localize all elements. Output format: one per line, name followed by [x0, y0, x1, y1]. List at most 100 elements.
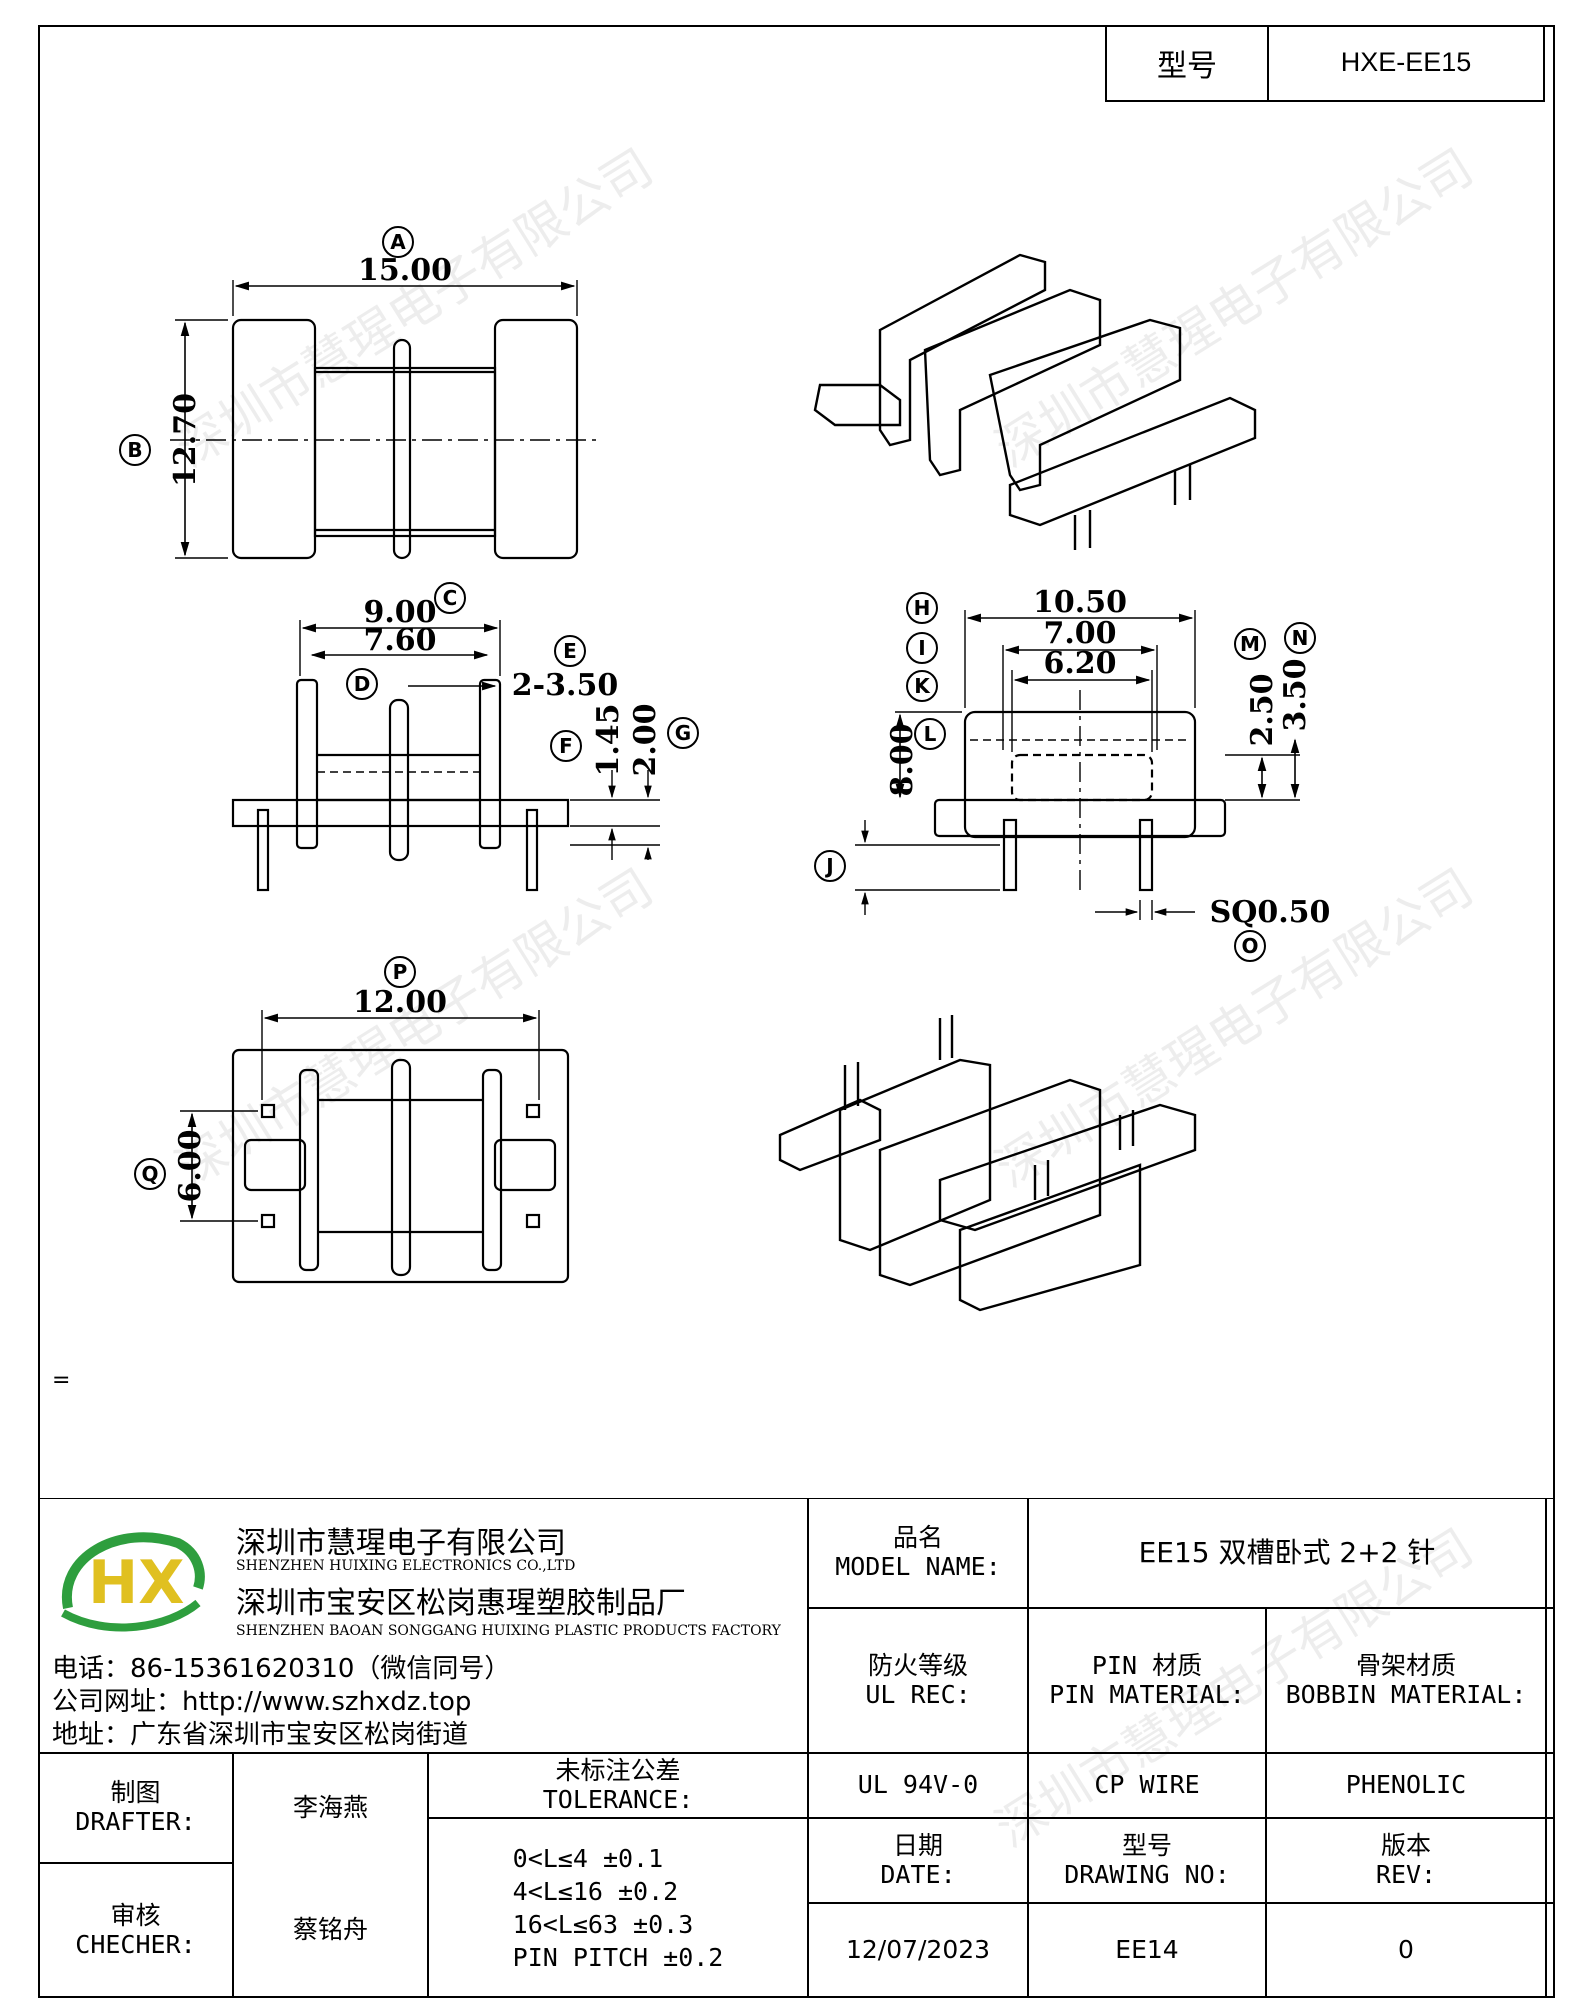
company-phone: 电话：86-15361620310（微信同号） [52, 1654, 511, 1684]
svg-text:P: P [393, 960, 408, 984]
top-view [170, 280, 600, 560]
company-address: 地址：广东省深圳市宝安区松岗街道 [52, 1720, 469, 1750]
callout-c: C [434, 582, 466, 614]
checker-value-cell: 蔡铭舟 [233, 1863, 428, 1998]
svg-text:K: K [914, 674, 931, 698]
drafter-en: DRAFTER: [75, 1807, 196, 1836]
model-name-value: EE15 双槽卧式 2+2 针 [1138, 1535, 1436, 1569]
date-label: 日期 DATE: [808, 1818, 1028, 1903]
checker-en: CHECHER: [75, 1929, 196, 1959]
drafter-value: 李海燕 [292, 1792, 368, 1822]
title-block-grid [38, 1498, 1555, 1998]
title-block: HX 深圳市慧瑆电子有限公司 SHENZHEN HUIXING ELECTRON… [38, 1498, 1555, 1998]
svg-text:H: H [914, 596, 931, 620]
drawing-no-cn: 型号 [1121, 1830, 1172, 1860]
dim-c: 9.00 [363, 595, 436, 630]
svg-text:E: E [563, 639, 577, 663]
callout-i: I [906, 632, 938, 664]
pin-value: CP WIRE [1094, 1770, 1200, 1800]
dim-i: 7.00 [1043, 616, 1116, 651]
rev-en: REV: [1375, 1859, 1437, 1889]
checker-value: 蔡铭舟 [292, 1915, 368, 1945]
checker-cn: 审核 [110, 1900, 161, 1930]
dim-d: 7.60 [363, 623, 436, 658]
dim-f: 1.45 [591, 703, 626, 776]
svg-text:L: L [924, 722, 937, 746]
callout-m: M [1234, 628, 1266, 660]
callout-n: N [1284, 622, 1316, 654]
dim-p: 12.00 [353, 985, 447, 1020]
ul-value: UL 94V-0 [857, 1770, 979, 1800]
dim-e: 2-3.50 [512, 668, 618, 703]
dim-a: 15.00 [358, 253, 452, 288]
svg-text:B: B [127, 438, 142, 462]
bottom-view [180, 1010, 570, 1284]
tolerance-line: 0<L≤4 ±0.1 [512, 1843, 664, 1873]
bobbin-value-cell: PHENOLIC [1266, 1753, 1546, 1818]
tolerance-line: PIN PITCH ±0.2 [512, 1943, 724, 1973]
svg-text:Q: Q [141, 1162, 158, 1186]
pin-cn: PIN 材质 [1091, 1650, 1203, 1680]
side-view [855, 610, 1300, 920]
factory-name-cn: 深圳市宝安区松岗惠瑆塑胶制品厂 [236, 1586, 686, 1621]
model-name-cn: 品名 [892, 1523, 943, 1553]
company-logo: HX [48, 1518, 208, 1638]
dim-n: 3.50 [1278, 658, 1313, 731]
svg-text:G: G [675, 721, 691, 745]
model-name-label: 品名 MODEL NAME: [808, 1498, 1028, 1608]
drawing-no-label: 型号 DRAWING NO: [1028, 1818, 1266, 1903]
dim-q: 6.00 [173, 1129, 208, 1202]
rev-value-cell: 0 [1266, 1903, 1546, 1998]
svg-text:N: N [1292, 626, 1309, 650]
svg-text:D: D [354, 672, 371, 696]
drafter-label: 制图 DRAFTER: [38, 1753, 233, 1863]
bobbin-en: BOBBIN MATERIAL: [1285, 1679, 1527, 1709]
bobbin-material-label: 骨架材质 BOBBIN MATERIAL: [1266, 1608, 1546, 1753]
callout-l: L [914, 718, 946, 750]
isometric-view-bottom [778, 1015, 1197, 1312]
callout-p: P [384, 956, 416, 988]
dim-o: SQ0.50 [1210, 895, 1331, 930]
tolerance-en: TOLERANCE: [542, 1784, 694, 1814]
date-en: DATE: [880, 1859, 956, 1889]
technical-drawing: 15.00 12.70 9.00 7.60 2-3.50 1.45 2.00 1… [119, 226, 1331, 1312]
ul-value-cell: UL 94V-0 [808, 1753, 1028, 1818]
callout-a: A [382, 226, 414, 258]
dim-b: 12.70 [168, 393, 203, 487]
pin-value-cell: CP WIRE [1028, 1753, 1266, 1818]
tolerance-table: 0<L≤4 ±0.1 4<L≤16 ±0.2 16<L≤63 ±0.3 PIN … [428, 1818, 808, 1998]
rev-label: 版本 REV: [1266, 1818, 1546, 1903]
callout-q: Q [134, 1158, 166, 1190]
model-label: 型号 [1107, 25, 1269, 100]
callout-o: O [1234, 930, 1266, 962]
drafter-cn: 制图 [110, 1778, 161, 1808]
logo-text: HX [88, 1548, 184, 1618]
svg-text:M: M [1240, 632, 1260, 656]
date-value-cell: 12/07/2023 [808, 1903, 1028, 1998]
callout-b: B [119, 434, 151, 466]
company-name-cn: 深圳市慧瑆电子有限公司 [236, 1526, 566, 1561]
svg-text:I: I [918, 636, 925, 660]
misc-mark: = [52, 1368, 71, 1393]
bobbin-value: PHENOLIC [1345, 1770, 1467, 1800]
rev-value: 0 [1398, 1935, 1414, 1965]
ul-en: UL REC: [865, 1679, 971, 1709]
date-cn: 日期 [892, 1830, 943, 1860]
isometric-view-top [813, 253, 1257, 550]
dim-g: 2.00 [628, 703, 663, 776]
svg-text:A: A [390, 230, 406, 254]
bobbin-cn: 骨架材质 [1355, 1650, 1456, 1680]
model-value: HXE-EE15 [1340, 47, 1472, 77]
pin-en: PIN MATERIAL: [1049, 1679, 1245, 1709]
drafter-value-cell: 李海燕 [233, 1753, 428, 1863]
svg-text:J: J [824, 854, 833, 878]
drawing-no-en: DRAWING NO: [1064, 1859, 1230, 1889]
tolerance-line: 16<L≤63 ±0.3 [512, 1910, 694, 1939]
callout-f: F [550, 730, 582, 762]
callout-h: H [906, 592, 938, 624]
company-website: 公司网址：http://www.szhxdz.top [52, 1687, 472, 1717]
callout-g: G [667, 717, 699, 749]
tolerance-line: 4<L≤16 ±0.2 [512, 1876, 679, 1906]
svg-text:F: F [559, 734, 573, 758]
callout-d: D [346, 668, 378, 700]
